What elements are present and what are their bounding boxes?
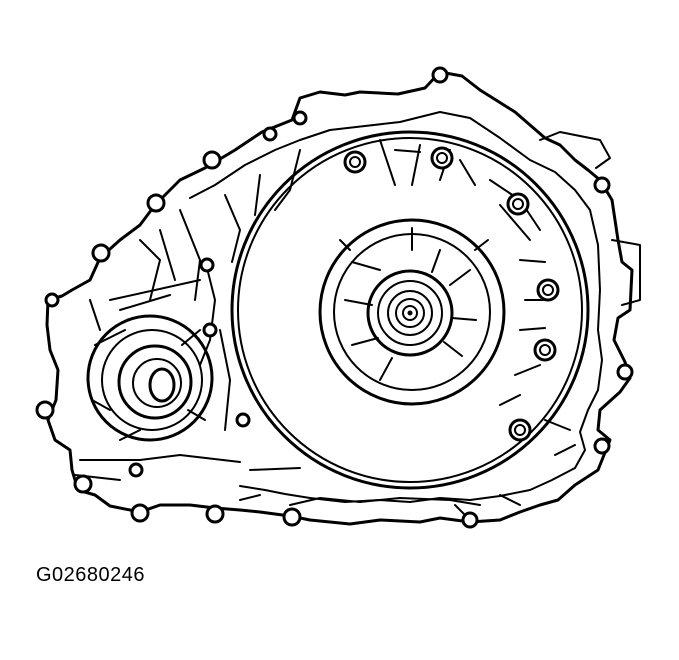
bolt <box>130 503 150 523</box>
pump-seal <box>395 298 425 328</box>
left-cast-ribs <box>74 149 301 481</box>
differential-seal-inner <box>132 358 182 408</box>
input-shaft <box>402 305 418 321</box>
differential-outer <box>86 314 214 442</box>
bolt <box>146 193 166 213</box>
bolt <box>202 150 222 170</box>
converter-housing-ring <box>230 130 590 490</box>
input-shaft-center <box>407 310 413 316</box>
right-boss <box>611 239 641 306</box>
bolt <box>431 66 449 84</box>
bottom-flange-detail <box>239 494 521 521</box>
pump-hub-mid <box>377 280 443 346</box>
case-bolts <box>35 66 634 529</box>
converter-housing-inner-ring <box>237 137 583 483</box>
housing-bosses <box>128 146 560 478</box>
differential-mid <box>101 329 203 431</box>
figure-id-label: G02680246 <box>36 564 146 586</box>
inner-flange <box>189 111 603 503</box>
pump-hub-inner <box>387 290 433 336</box>
bolt <box>616 363 634 381</box>
bolt <box>91 243 111 263</box>
bolt <box>461 511 479 529</box>
bolt <box>593 176 611 194</box>
transaxle-case-drawing <box>35 66 641 529</box>
bolt <box>282 507 302 527</box>
bolt <box>44 292 60 308</box>
oil-pump-webs <box>339 227 489 381</box>
differential-bore <box>148 367 176 403</box>
differential-ribs <box>89 279 206 441</box>
pump-hub-outer <box>366 269 454 357</box>
bolt <box>73 474 93 494</box>
oil-pump-outer <box>318 218 506 406</box>
differential-seal-outer <box>117 344 193 420</box>
bolt <box>205 504 225 524</box>
bolt <box>35 400 55 420</box>
bolt <box>593 437 611 455</box>
housing-outline <box>45 70 634 526</box>
top-right-boss <box>539 131 611 169</box>
bolt <box>262 126 278 142</box>
bolt <box>292 110 308 126</box>
